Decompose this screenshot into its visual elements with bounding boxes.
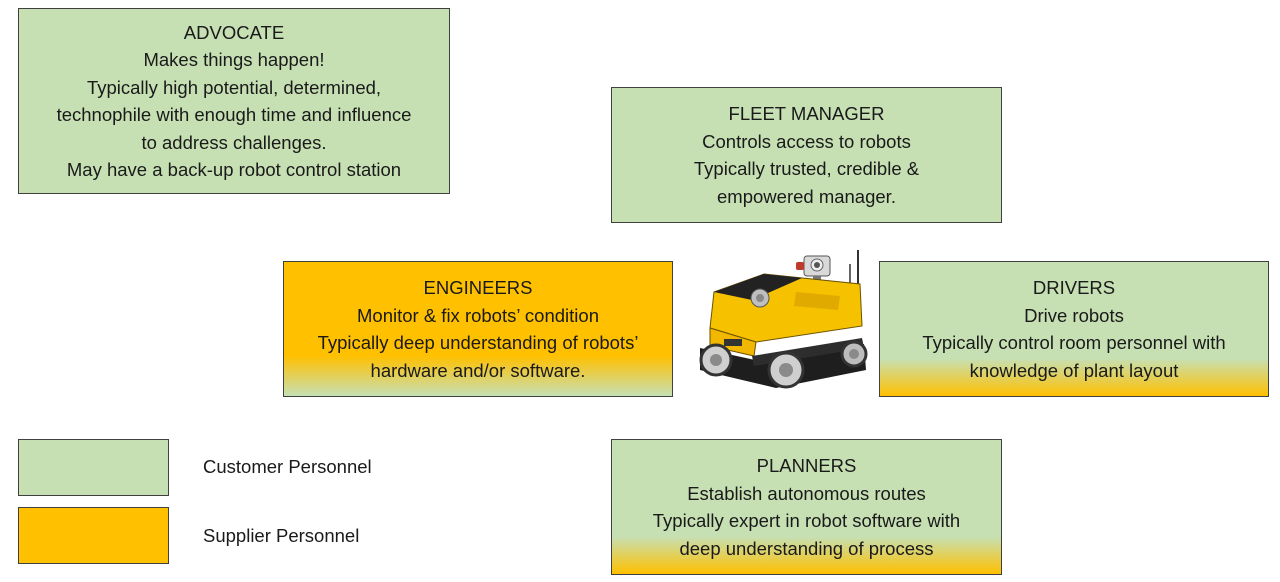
engineers-line: Monitor & fix robots’ condition xyxy=(357,304,599,326)
drivers-box: DRIVERS Drive robots Typically control r… xyxy=(879,261,1269,397)
engineers-box: ENGINEERS Monitor & fix robots’ conditio… xyxy=(283,261,673,397)
tracked-robot-icon xyxy=(699,250,868,389)
drivers-title: DRIVERS xyxy=(1032,277,1116,298)
advocate-line: Typically high potential, determined, xyxy=(86,76,382,98)
advocate-line: technophile with enough time and influen… xyxy=(56,104,412,125)
advocate-title: ADVOCATE xyxy=(183,21,285,43)
legend-customer-label: Customer Personnel xyxy=(203,456,372,477)
planners-line: Establish autonomous routes xyxy=(687,482,926,504)
drivers-line: knowledge of plant layout xyxy=(969,359,1179,381)
engineers-line: Typically deep understanding of robots’ xyxy=(317,332,639,353)
engineers-line: hardware and/or software. xyxy=(370,359,586,381)
advocate-line: to address challenges. xyxy=(141,131,327,153)
advocate-box: ADVOCATE Makes things happen! Typically … xyxy=(18,8,450,194)
fleet-manager-title: FLEET MANAGER xyxy=(728,103,885,124)
advocate-line: May have a back-up robot control station xyxy=(66,159,402,180)
drivers-line: Typically control room personnel with xyxy=(922,332,1226,353)
fleet-manager-line: Typically trusted, credible & xyxy=(693,158,920,179)
legend-supplier-label: Supplier Personnel xyxy=(203,525,360,546)
advocate-line: Makes things happen! xyxy=(143,49,325,70)
planners-box: PLANNERS Establish autonomous routes Typ… xyxy=(611,439,1002,575)
planners-title: PLANNERS xyxy=(756,455,857,476)
engineers-title: ENGINEERS xyxy=(423,277,533,298)
legend-supplier-swatch xyxy=(18,507,169,564)
legend-customer-swatch xyxy=(18,439,169,496)
planners-line: deep understanding of process xyxy=(679,537,934,559)
fleet-manager-box: FLEET MANAGER Controls access to robots … xyxy=(611,87,1002,223)
fleet-manager-line: empowered manager. xyxy=(717,185,896,207)
fleet-manager-line: Controls access to robots xyxy=(702,130,911,152)
planners-line: Typically expert in robot software with xyxy=(652,510,961,531)
drivers-line: Drive robots xyxy=(1024,304,1124,326)
